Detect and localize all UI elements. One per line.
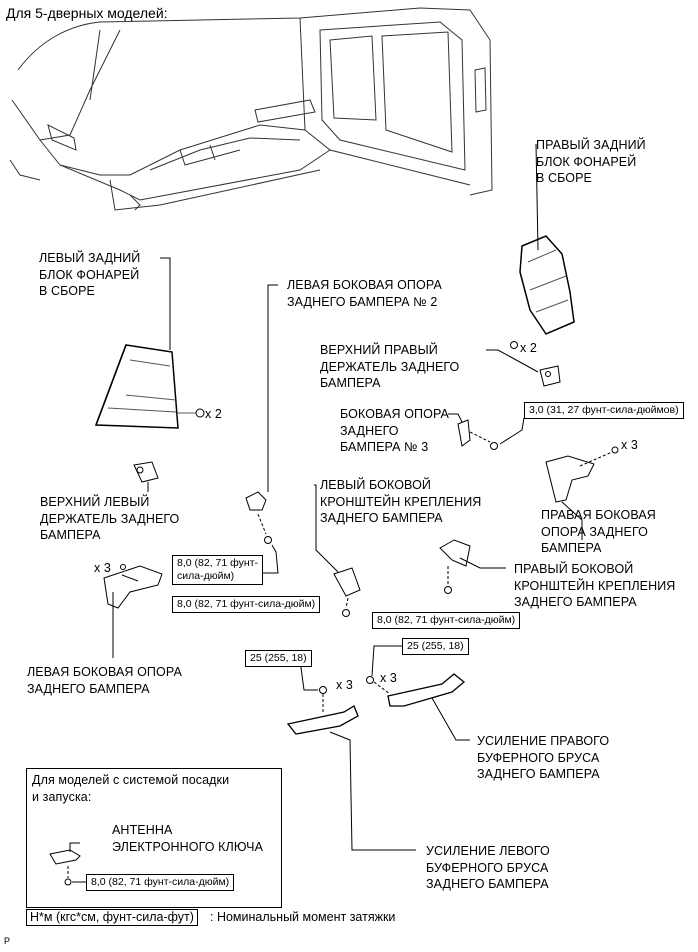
inset-smart-entry-panel — [26, 768, 282, 908]
label-left-reinforcement: УСИЛЕНИЕ ЛЕВОГО БУФЕРНОГО БРУСА ЗАДНЕГО … — [426, 844, 550, 891]
leader-upper-right-retainer — [486, 349, 539, 373]
label-left-side-support-2: ЛЕВАЯ БОКОВАЯ ОПОРА ЗАДНЕГО БАМПЕРА № 2 — [287, 278, 442, 309]
label-left-side-bracket: ЛЕВЫЙ БОКОВОЙ КРОНШТЕЙН КРЕПЛЕНИЯ ЗАДНЕГ… — [320, 478, 482, 525]
inset-heading: Для моделей с системой посадки и запуска… — [32, 773, 230, 804]
left-rear-lamp-illustration — [94, 344, 205, 429]
qty-left-reinforcement: x 3 — [336, 678, 353, 692]
qty-left-lamp: x 2 — [205, 407, 222, 421]
torque-antenna: 8,0 (82, 71 фунт-сила-дюйм) — [86, 874, 235, 891]
label-left-rear-lamp: ЛЕВЫЙ ЗАДНИЙ БЛОК ФОНАРЕЙ В СБОРЕ — [39, 251, 141, 298]
right-rear-lamp-illustration — [510, 235, 575, 349]
label-right-side-bracket: ПРАВЫЙ БОКОВОЙ КРОНШТЕЙН КРЕПЛЕНИЯ ЗАДНЕ… — [514, 562, 676, 609]
torque-left-side-support-2: 8,0 (82, 71 фунт- сила-дюйм) — [172, 555, 263, 585]
leader-left-reinforcement — [329, 731, 416, 851]
antenna-illustration — [49, 849, 81, 886]
leader-torque-left-reinf — [299, 659, 318, 691]
leader-left-bracket — [314, 484, 339, 573]
label-right-rear-lamp: ПРАВЫЙ ЗАДНИЙ БЛОК ФОНАРЕЙ В СБОРЕ — [536, 138, 646, 185]
qty-right-lamp: x 2 — [520, 341, 537, 355]
left-side-bracket-illustration — [333, 567, 361, 617]
right-side-bracket-illustration — [439, 539, 471, 594]
upper-left-retainer-illustration — [133, 461, 159, 483]
qty-right-reinforcement: x 3 — [380, 671, 397, 685]
torque-left-reinforcement: 25 (255, 18) — [245, 650, 312, 667]
qty-right-support: x 3 — [621, 438, 638, 452]
upper-right-retainer-illustration — [539, 365, 561, 387]
label-upper-right-retainer: ВЕРХНИЙ ПРАВЫЙ ДЕРЖАТЕЛЬ ЗАДНЕГО БАМПЕРА — [320, 343, 460, 390]
qty-left-support: x 3 — [94, 561, 111, 575]
right-side-support-illustration — [545, 446, 619, 503]
page-mark: P — [4, 936, 11, 946]
leader-torque-side3 — [499, 417, 525, 445]
label-side-support-3: БОКОВАЯ ОПОРА ЗАДНЕГО БАМПЕРА № 3 — [340, 407, 449, 454]
torque-left-side-bracket: 8,0 (82, 71 фунт-сила-дюйм) — [172, 596, 321, 613]
leader-right-reinforcement — [431, 697, 470, 741]
torque-side-support-3: 3,0 (31, 27 фунт-сила-дюймов) — [524, 402, 684, 419]
label-left-side-support: ЛЕВАЯ БОКОВАЯ ОПОРА ЗАДНЕГО БАМПЕРА — [27, 665, 182, 696]
leader-torque-right-reinf — [371, 645, 404, 677]
label-right-side-support: ПРАВАЯ БОКОВАЯ ОПОРА ЗАДНЕГО БАМПЕРА — [541, 508, 656, 555]
torque-right-reinforcement: 25 (255, 18) — [402, 638, 469, 655]
leader-left-side-support-2 — [267, 284, 278, 492]
leader-torque-support2 — [262, 544, 279, 574]
leader-right-side-support — [561, 501, 583, 540]
leader-right-bracket — [459, 557, 506, 569]
torque-right-side-bracket: 8,0 (82, 71 фунт-сила-дюйм) — [372, 612, 521, 629]
label-upper-left-retainer: ВЕРХНИЙ ЛЕВЫЙ ДЕРЖАТЕЛЬ ЗАДНЕГО БАМПЕРА — [40, 495, 180, 542]
left-side-support-illustration — [103, 564, 163, 609]
side-support-3-illustration — [457, 419, 498, 450]
legend-text: : Номинальный момент затяжки — [210, 910, 396, 924]
left-side-support-2-illustration — [245, 491, 272, 544]
vehicle-rear-illustration — [9, 7, 493, 211]
page-title: Для 5-дверных моделей: — [6, 5, 168, 21]
right-reinforcement-illustration — [366, 673, 466, 707]
leader-left-lamp — [160, 257, 171, 350]
leader-right-lamp — [535, 143, 539, 251]
left-reinforcement-illustration — [286, 686, 359, 735]
label-right-reinforcement: УСИЛЕНИЕ ПРАВОГО БУФЕРНОГО БРУСА ЗАДНЕГО… — [477, 734, 610, 781]
label-antenna: АНТЕННА ЭЛЕКТРОННОГО КЛЮЧА — [112, 823, 264, 854]
legend-key: Н*м (кгс*см, фунт-сила-фут) — [26, 909, 198, 926]
leader-antenna — [69, 842, 80, 852]
leader-side-support-3 — [448, 413, 463, 423]
